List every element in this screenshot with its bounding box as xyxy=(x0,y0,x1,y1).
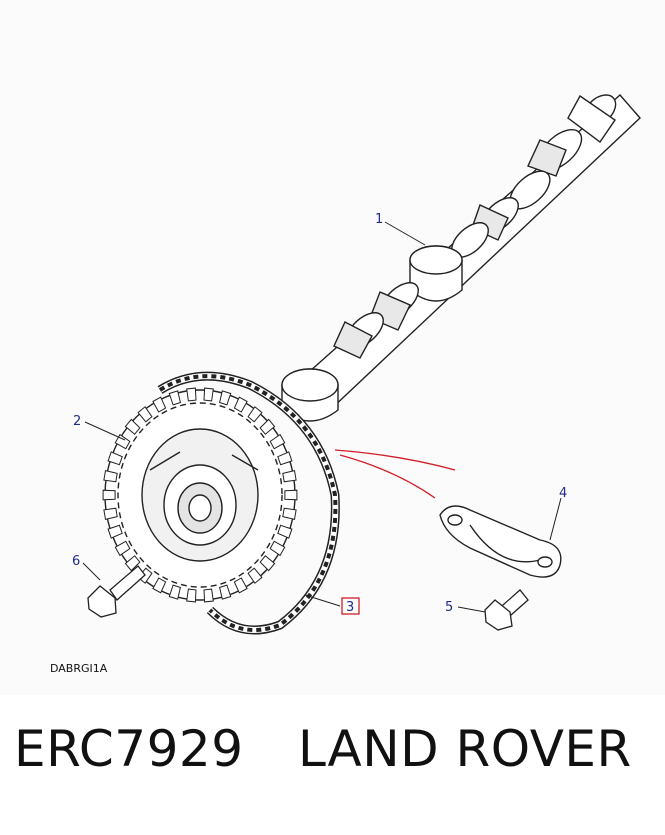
sprocket-tooth xyxy=(152,396,167,413)
callout-1: 1 xyxy=(375,212,383,227)
sprocket-tooth xyxy=(103,507,118,521)
sprocket-tooth xyxy=(259,555,276,572)
callout-6: 6 xyxy=(72,554,80,569)
sprocket-teeth xyxy=(102,387,298,603)
sprocket-tooth xyxy=(114,540,131,557)
sprocket-tooth xyxy=(219,390,232,406)
sprocket-tooth xyxy=(107,451,123,466)
sprocket-tooth xyxy=(233,396,248,413)
red-pointer-curves xyxy=(334,449,456,499)
sprocket-tooth xyxy=(186,387,197,402)
sprocket-tooth xyxy=(282,469,297,483)
exploded-parts-diagram: 1 2 3 4 5 6 DABRGI1A xyxy=(50,94,641,675)
sprocket-tooth xyxy=(137,406,153,423)
bolt-5 xyxy=(484,589,529,631)
caption-bar: ERC7929 LAND ROVER xyxy=(0,720,665,820)
sprocket-tooth xyxy=(152,577,167,594)
sprocket-tooth xyxy=(247,406,263,423)
sprocket-tooth xyxy=(219,584,232,600)
sprocket-tooth xyxy=(259,418,276,435)
callout-2: 2 xyxy=(73,414,81,429)
sprocket-tooth xyxy=(203,387,214,402)
sprocket-tooth xyxy=(269,540,286,557)
leader-lines xyxy=(82,221,562,613)
camshaft-sprocket xyxy=(102,387,298,603)
sprocket-tooth xyxy=(124,555,141,572)
bracket-part xyxy=(439,505,562,578)
camshaft xyxy=(281,94,641,422)
camshaft-lobes xyxy=(281,94,617,422)
sprocket-tooth xyxy=(103,469,118,483)
sprocket-tooth xyxy=(233,577,248,594)
sprocket-tooth xyxy=(269,433,286,450)
sprocket-tooth xyxy=(247,567,263,584)
reference-code: DABRGI1A xyxy=(50,662,108,675)
diagram-panel: 1 2 3 4 5 6 DABRGI1A xyxy=(50,94,641,675)
sprocket-tooth xyxy=(277,451,293,466)
bolt-6 xyxy=(87,565,146,618)
sprocket-tooth xyxy=(168,584,181,600)
sprocket-tooth xyxy=(114,433,131,450)
callout-4: 4 xyxy=(559,486,567,501)
sprocket-tooth xyxy=(102,489,116,501)
sprocket-tooth xyxy=(277,524,293,539)
sprocket-tooth xyxy=(203,588,214,603)
sprocket-tooth xyxy=(186,588,197,603)
callout-3-highlight-box xyxy=(341,597,360,615)
sprocket-tooth xyxy=(124,418,141,435)
sprocket-tooth xyxy=(282,507,297,521)
part-number: ERC7929 xyxy=(14,720,244,778)
callout-5: 5 xyxy=(445,600,453,615)
brand-name: LAND ROVER xyxy=(298,720,632,778)
sprocket-tooth xyxy=(284,489,298,501)
callout-3: 3 xyxy=(346,600,354,615)
sprocket-tooth xyxy=(168,390,181,406)
sprocket-tooth xyxy=(107,524,123,539)
timing-chain xyxy=(157,371,340,635)
